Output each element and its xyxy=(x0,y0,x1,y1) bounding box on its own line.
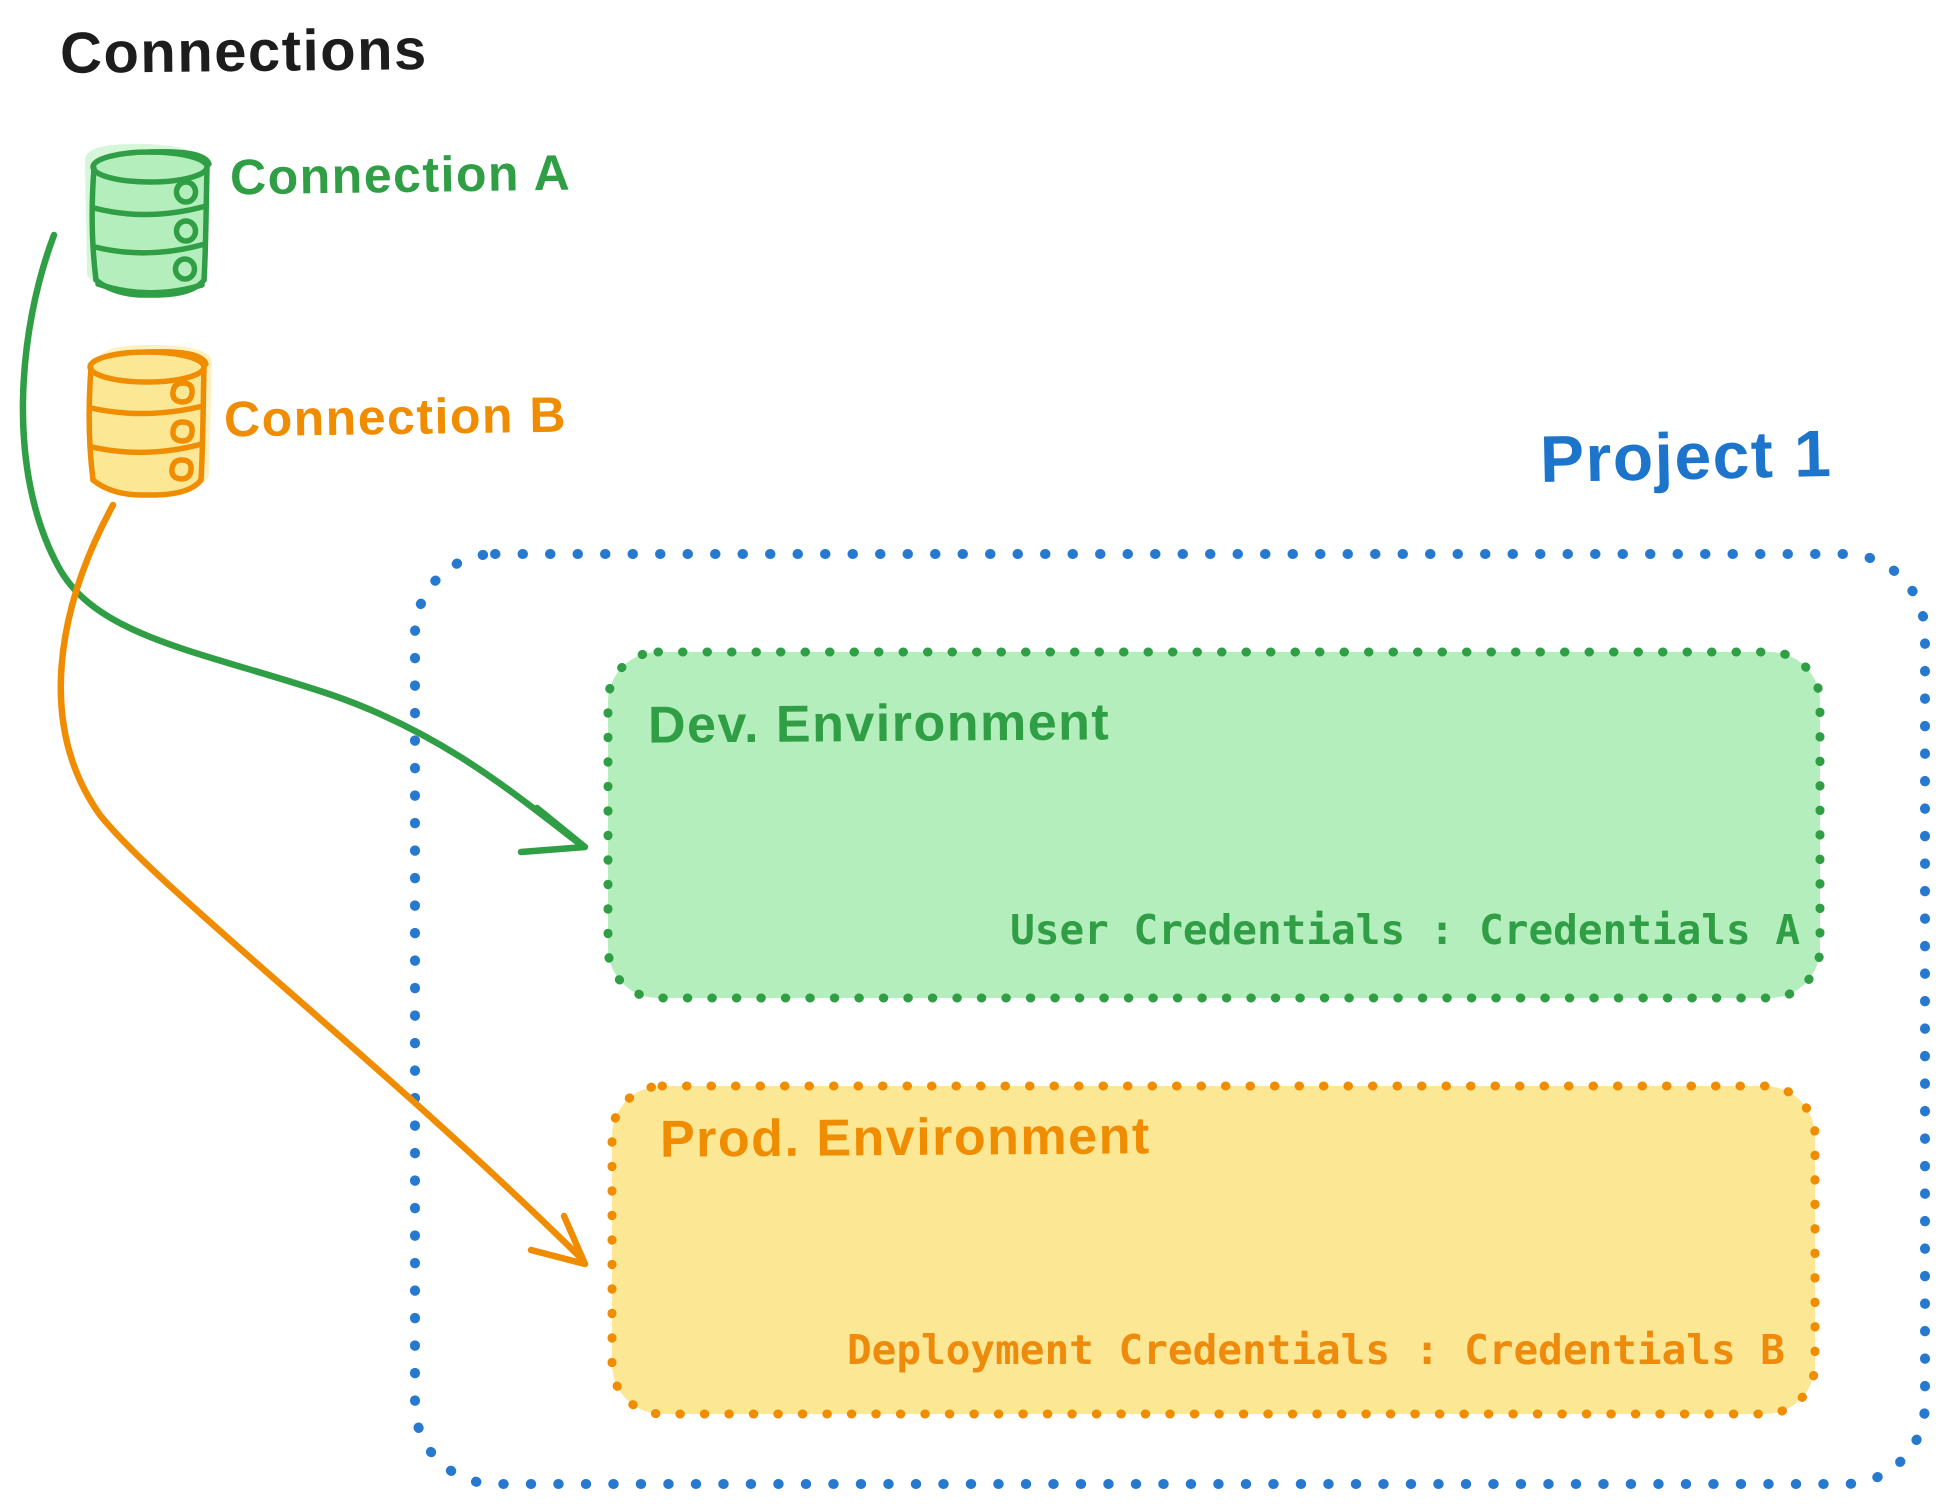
dev-environment-credentials: User Credentials : Credentials A xyxy=(1010,906,1800,954)
project-boundary-box xyxy=(410,549,1930,1489)
connection-b-label: Connection B xyxy=(223,386,568,448)
database-icon xyxy=(84,143,212,298)
dev-environment-box xyxy=(603,647,1825,1003)
prod-environment-credentials: Deployment Credentials : Credentials B xyxy=(847,1326,1785,1374)
dev-environment-title: Dev. Environment xyxy=(647,693,1111,755)
database-icon xyxy=(86,344,212,498)
project-title: Project 1 xyxy=(1539,415,1834,497)
connection-a-label: Connection A xyxy=(229,144,572,206)
arrow-connection-a-to-dev xyxy=(19,231,589,856)
prod-environment-box xyxy=(607,1081,1820,1419)
diagram-title: Connections xyxy=(59,17,429,86)
prod-environment-title: Prod. Environment xyxy=(659,1107,1151,1169)
arrow-connection-b-to-prod xyxy=(57,501,589,1268)
